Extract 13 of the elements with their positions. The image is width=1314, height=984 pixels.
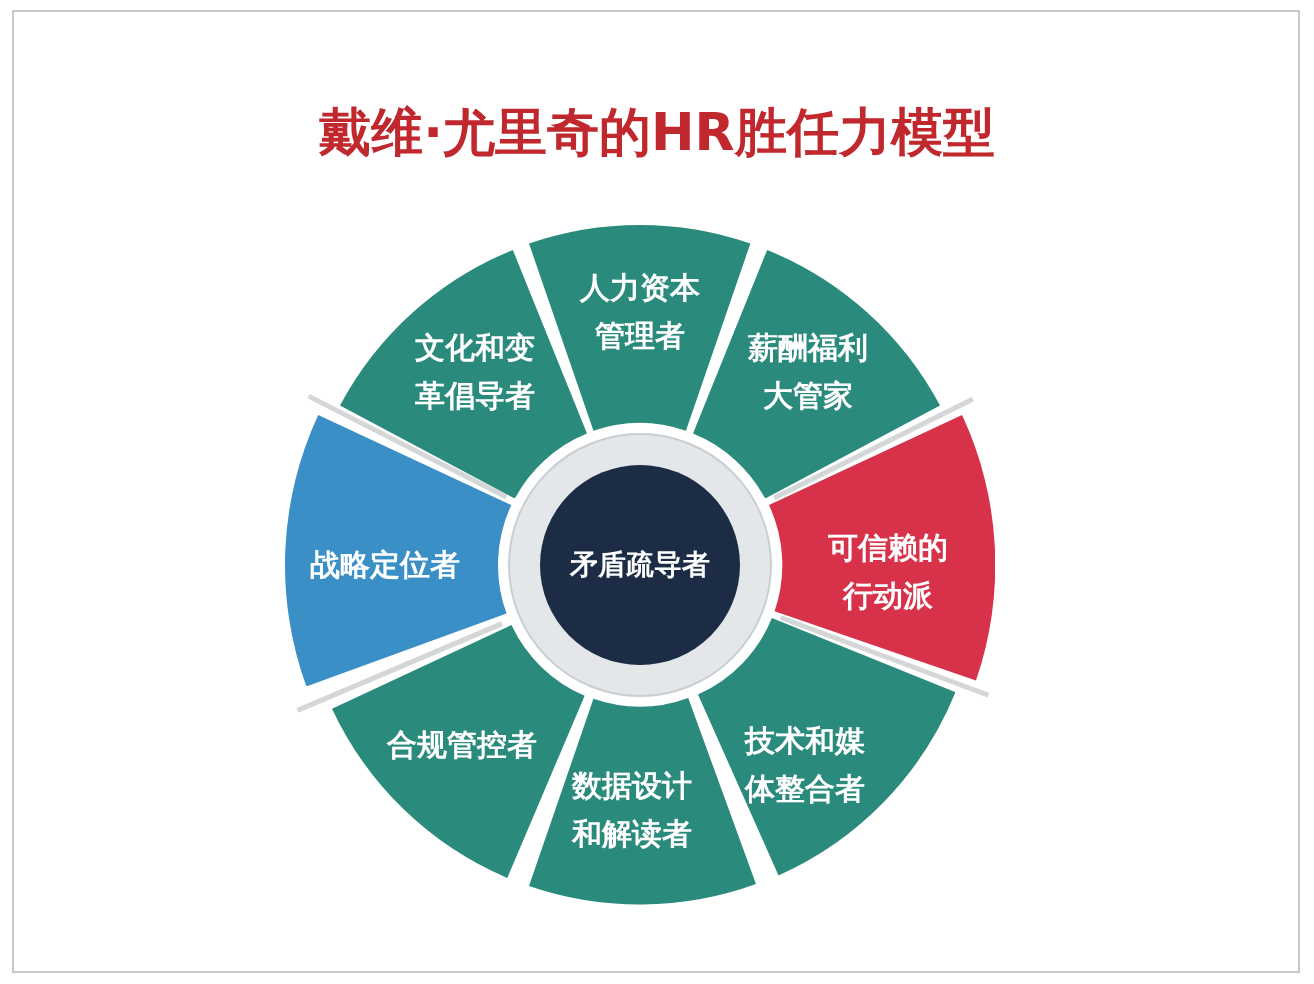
wheel-segment bbox=[285, 414, 512, 687]
segment-label: 人力资本管理者 bbox=[580, 269, 700, 355]
segment-label: 文化和变革倡导者 bbox=[415, 329, 535, 415]
segment-label: 合规管控者 bbox=[385, 726, 538, 764]
segment-label: 数据设计和解读者 bbox=[572, 767, 692, 853]
wheel-segment bbox=[768, 414, 995, 681]
segment-label: 可信赖的行动派 bbox=[828, 529, 948, 615]
title: 戴维·尤里奇的HR胜任力模型 bbox=[319, 102, 995, 162]
segment-label: 技术和媒体整合者 bbox=[745, 722, 865, 808]
segment-label: 战略定位者 bbox=[309, 546, 461, 584]
center-label: 矛盾疏导者 bbox=[570, 546, 710, 583]
segment-label: 薪酬福利大管家 bbox=[748, 329, 868, 415]
center-circle bbox=[508, 433, 772, 697]
